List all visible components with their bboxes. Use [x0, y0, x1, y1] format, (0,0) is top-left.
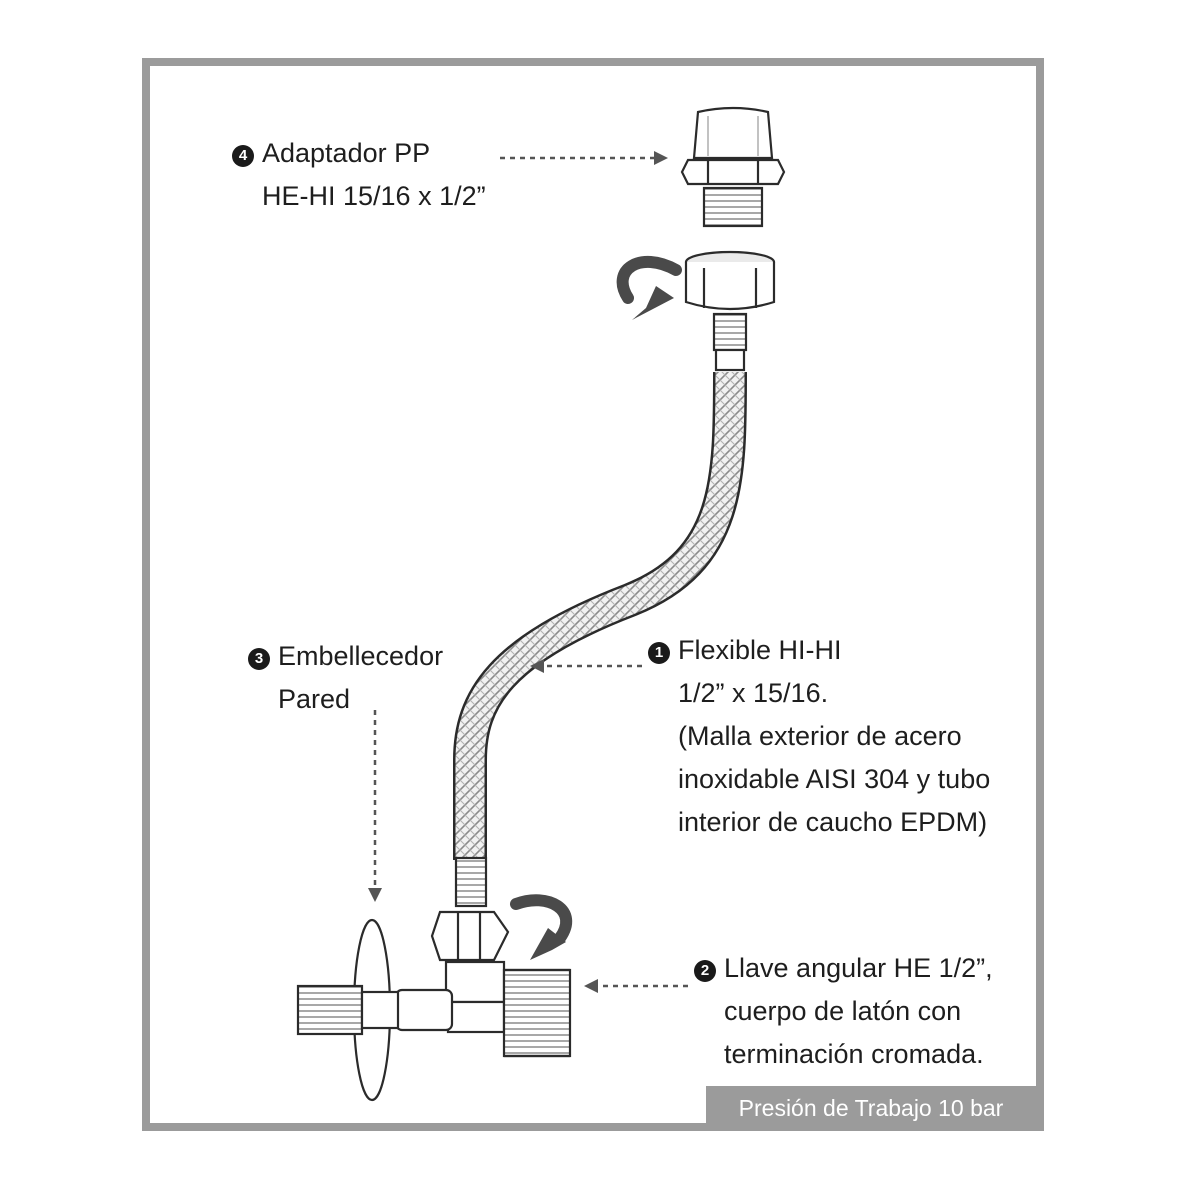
number-badge: 1 [648, 642, 670, 664]
trim-title: Embellecedor [278, 641, 444, 671]
leader-adapter [500, 151, 668, 165]
wall-trim [296, 918, 400, 1102]
leader-trim [368, 710, 382, 902]
number-badge: 4 [232, 145, 254, 167]
adapter-title: Adaptador PP [262, 138, 431, 168]
valve-title: Llave angular HE 1/2”, [724, 953, 993, 983]
adapter-label: 4 Adaptador PP HE-HI 15/16 x 1/2” [232, 132, 486, 218]
diagram-frame [142, 58, 1044, 1131]
hose-title: Flexible HI-HI [678, 635, 842, 665]
hose-desc-3: interior de caucho EPDM) [678, 807, 988, 837]
hose-size: 1/2” x 15/16. [678, 678, 829, 708]
leader-hose [530, 659, 642, 673]
pressure-banner: Presión de Trabajo 10 bar [706, 1086, 1036, 1131]
adapter-fitting [680, 106, 786, 228]
braided-hose [453, 371, 747, 860]
valve-desc-2: terminación cromada. [724, 1039, 984, 1069]
valve-label: 2 Llave angular HE 1/2”, cuerpo de latón … [694, 947, 993, 1076]
number-badge: 2 [694, 960, 716, 982]
rotation-arrow-top [616, 255, 682, 320]
rotation-arrow-bottom [510, 894, 573, 960]
hose-desc-1: (Malla exterior de acero [678, 721, 962, 751]
number-badge: 3 [248, 648, 270, 670]
angle-valve [394, 856, 572, 1058]
hose-desc-2: inoxidable AISI 304 y tubo [678, 764, 991, 794]
trim-subtitle: Pared [278, 684, 351, 714]
hose-top-nut [684, 250, 776, 372]
valve-desc-1: cuerpo de latón con [724, 996, 962, 1026]
trim-label: 3 Embellecedor Pared [248, 635, 443, 721]
adapter-spec: HE-HI 15/16 x 1/2” [262, 181, 486, 211]
hose-label: 1 Flexible HI-HI 1/2” x 15/16. (Malla ext… [648, 629, 990, 844]
leader-valve [584, 979, 688, 993]
